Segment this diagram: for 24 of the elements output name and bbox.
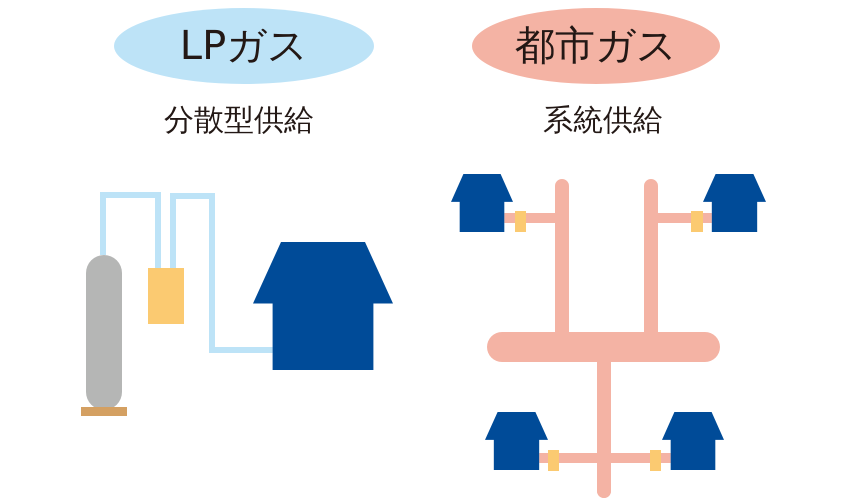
pipe xyxy=(644,179,691,332)
pipe xyxy=(100,192,161,268)
pipe xyxy=(526,179,569,332)
house-icon xyxy=(662,412,724,470)
heading-text: LPガス xyxy=(180,25,308,67)
house-icon xyxy=(451,174,513,232)
box-icon xyxy=(515,211,526,232)
heading-text: 都市ガス xyxy=(515,25,677,67)
pipe xyxy=(170,193,273,353)
pipe xyxy=(504,213,515,223)
caption-text: 系統供給 xyxy=(543,106,663,136)
box-icon xyxy=(691,211,703,232)
pipe xyxy=(539,453,548,463)
house-icon xyxy=(253,242,393,370)
box-icon xyxy=(650,450,661,471)
pipe xyxy=(661,453,671,463)
box-icon xyxy=(548,450,559,471)
box-icon xyxy=(148,268,184,324)
pipe xyxy=(703,213,712,223)
caption-text: 分散型供給 xyxy=(164,106,314,136)
pipe xyxy=(487,332,720,362)
cylinder-icon xyxy=(81,255,127,416)
house-icon xyxy=(703,174,766,232)
house-icon xyxy=(485,412,548,470)
